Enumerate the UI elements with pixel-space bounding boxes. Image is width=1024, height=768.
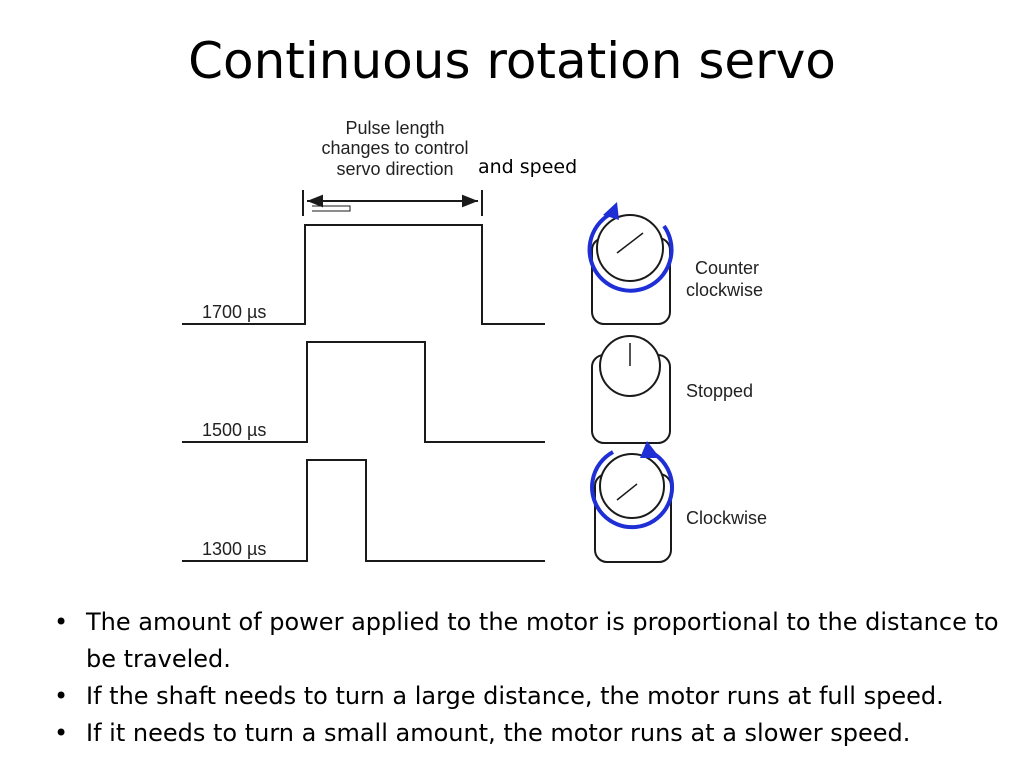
pulse-caption-line-1: Pulse length — [345, 118, 444, 138]
bullet-item: The amount of power applied to the motor… — [52, 604, 1002, 678]
pulse-waveforms — [182, 224, 545, 562]
waveform-1700 — [182, 224, 545, 325]
pulse-caption-suffix: and speed — [478, 156, 577, 178]
bullet-item: If it needs to turn a small amount, the … — [52, 715, 1002, 752]
waveform-1500 — [182, 341, 545, 443]
servo-icon-counter-clockwise — [587, 202, 674, 325]
pulse-caption-line-2: changes to control — [321, 138, 468, 158]
state-label-stopped: Stopped — [686, 381, 753, 401]
servo-icon-clockwise — [590, 441, 675, 563]
slide-title: Continuous rotation servo — [188, 32, 836, 90]
pulse-label-1300: 1300 µs — [202, 539, 266, 559]
servo-icon-stopped — [591, 335, 671, 444]
pulse-caption-line-3: servo direction — [336, 159, 453, 179]
pulse-length-dimension — [302, 190, 483, 216]
pulse-label-1700: 1700 µs — [202, 302, 266, 322]
bullet-item: If the shaft needs to turn a large dista… — [52, 678, 1002, 715]
waveform-1300 — [182, 459, 545, 562]
state-label-ccw-2: clockwise — [686, 280, 763, 300]
state-label-ccw-1: Counter — [695, 258, 759, 278]
servo-pulse-diagram: Pulse length changes to control servo di… — [182, 118, 767, 563]
state-label-clockwise: Clockwise — [686, 508, 767, 528]
bullet-list: The amount of power applied to the motor… — [52, 604, 1002, 752]
pulse-label-1500: 1500 µs — [202, 420, 266, 440]
